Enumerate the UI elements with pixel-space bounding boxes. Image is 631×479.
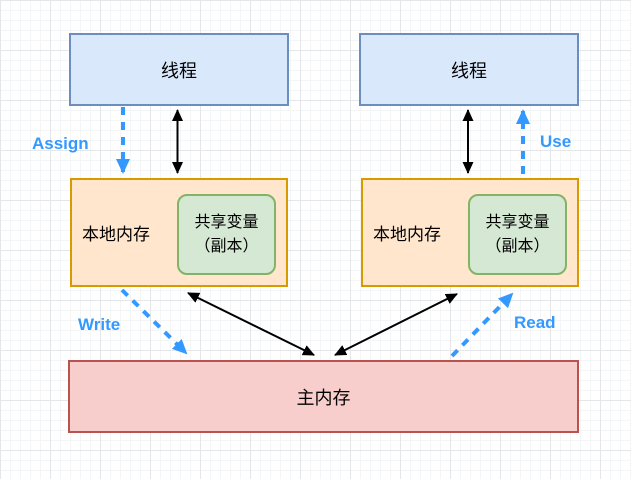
thread-label-left: 线程 — [161, 60, 197, 81]
thread-node-left: 线程 — [69, 33, 289, 106]
read-arrow — [450, 292, 514, 358]
shared-variable-copy-left: 共享变量 （副本） — [177, 194, 276, 275]
thread-node-right: 线程 — [359, 33, 579, 106]
read-edge-label: Read — [514, 313, 556, 332]
write-edge-label: Write — [78, 315, 121, 334]
local-memory-label-left: 本地内存 — [82, 225, 150, 244]
assign-edge-label: Assign — [32, 134, 89, 153]
localmem-mainmem-sync-arrow-right — [334, 293, 458, 356]
local-memory-node-right: 本地内存 共享变量 （副本） — [361, 178, 579, 287]
main-memory-label: 主内存 — [296, 387, 351, 408]
localmem-mainmem-sync-arrow-left — [187, 292, 315, 356]
write-arrow — [120, 288, 188, 355]
shared-variable-line1: 共享变量 — [485, 214, 550, 232]
use-edge-label: Use — [540, 132, 572, 151]
shared-variable-line2: （副本） — [485, 237, 550, 255]
shared-variable-line1: 共享变量 — [194, 214, 259, 232]
local-memory-label-right: 本地内存 — [373, 225, 441, 244]
shared-variable-line2: （副本） — [194, 237, 259, 255]
main-memory-node: 主内存 — [68, 360, 579, 433]
shared-variable-copy-right: 共享变量 （副本） — [468, 194, 567, 275]
thread-label-right: 线程 — [451, 60, 487, 81]
local-memory-node-left: 本地内存 共享变量 （副本） — [70, 178, 288, 287]
